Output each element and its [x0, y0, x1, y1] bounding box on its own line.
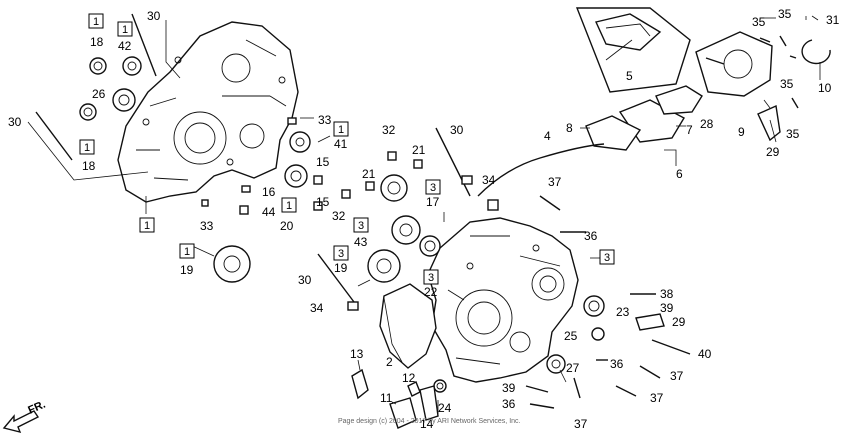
label-22: 22	[424, 285, 438, 299]
box-set-1: 1	[93, 16, 99, 28]
label-37: 37	[548, 175, 562, 189]
label-14: 14	[420, 417, 434, 431]
label-6: 6	[676, 167, 683, 181]
label-24: 24	[438, 401, 452, 415]
intake-manifold	[695, 31, 773, 97]
label-34: 34	[482, 173, 496, 187]
label-21: 21	[412, 143, 426, 157]
label-17: 17	[426, 195, 440, 209]
label-13: 13	[350, 347, 364, 361]
label-42: 42	[118, 39, 132, 53]
label-7: 7	[686, 123, 693, 137]
label-43: 43	[354, 235, 368, 249]
label-30: 30	[147, 9, 161, 23]
label-2: 2	[386, 355, 393, 369]
part-number-labels: 30 18 42 26 30 18 33 41 15 16 15 44 20 3…	[8, 7, 840, 431]
leader-lines	[27, 15, 821, 414]
label-23: 23	[616, 305, 630, 319]
label-19: 19	[334, 261, 348, 275]
label-34: 34	[310, 301, 324, 315]
label-30: 30	[298, 273, 312, 287]
label-26: 26	[92, 87, 106, 101]
left-crankcase-half	[117, 21, 299, 203]
boxed-set-numbers: 1 1 1 1 1 1 1 3 3 3 3 3	[79, 13, 615, 285]
box-set-1: 1	[338, 124, 344, 136]
box-set-3: 3	[338, 248, 344, 260]
label-36: 36	[610, 357, 624, 371]
label-36: 36	[502, 397, 516, 411]
insulator	[655, 85, 703, 115]
label-21: 21	[362, 167, 376, 181]
copyright-notice: Page design (c) 2004 - 2017 by ARI Netwo…	[338, 418, 521, 425]
label-37: 37	[574, 417, 588, 431]
label-35: 35	[778, 7, 792, 21]
reed-valve-inset-box	[575, 7, 691, 93]
label-20: 20	[280, 219, 294, 233]
label-32: 32	[332, 209, 346, 223]
hose-clamp	[801, 39, 831, 65]
label-27: 27	[566, 361, 580, 375]
box-set-1: 1	[286, 200, 292, 212]
label-11: 11	[380, 391, 393, 405]
label-5: 5	[626, 69, 633, 83]
label-29: 29	[672, 315, 686, 329]
label-39: 39	[660, 301, 674, 315]
label-31: 31	[826, 13, 840, 27]
small-brackets	[351, 368, 439, 429]
box-set-3: 3	[358, 220, 364, 232]
label-44: 44	[262, 205, 276, 219]
label-35: 35	[786, 127, 800, 141]
label-33: 33	[318, 113, 332, 127]
bearings	[79, 56, 605, 393]
label-41: 41	[334, 137, 348, 151]
direction-label: FR.	[26, 399, 47, 417]
label-32: 32	[382, 123, 396, 137]
box-set-3: 3	[430, 182, 436, 194]
reed-valve-gasket	[585, 115, 642, 151]
box-set-1: 1	[84, 142, 90, 154]
front-direction-arrow: FR.	[2, 399, 47, 434]
label-33: 33	[200, 219, 214, 233]
label-18: 18	[82, 159, 96, 173]
box-set-1: 1	[122, 24, 128, 36]
label-25: 25	[564, 329, 578, 343]
label-40: 40	[698, 347, 712, 361]
label-9: 9	[738, 125, 745, 139]
label-39: 39	[502, 381, 516, 395]
box-set-3: 3	[604, 252, 610, 264]
label-18: 18	[90, 35, 104, 49]
label-28: 28	[700, 117, 714, 131]
label-10: 10	[818, 81, 832, 95]
box-set-3: 3	[428, 272, 434, 284]
label-4: 4	[544, 129, 551, 143]
box-set-1: 1	[144, 220, 150, 232]
label-15: 15	[316, 195, 330, 209]
label-38: 38	[660, 287, 674, 301]
label-35: 35	[752, 15, 766, 29]
box-set-1: 1	[184, 246, 190, 258]
bracket-29-top	[757, 104, 781, 142]
label-30: 30	[450, 123, 464, 137]
label-19: 19	[180, 263, 194, 277]
label-37: 37	[670, 369, 684, 383]
label-12: 12	[402, 371, 416, 385]
label-35: 35	[780, 77, 794, 91]
breather-tube	[477, 143, 605, 197]
label-30: 30	[8, 115, 22, 129]
label-37: 37	[650, 391, 664, 405]
label-8: 8	[566, 121, 573, 135]
label-36: 36	[584, 229, 598, 243]
label-15: 15	[316, 155, 330, 169]
studs-and-bolts	[35, 13, 799, 409]
label-16: 16	[262, 185, 276, 199]
label-29: 29	[766, 145, 780, 159]
